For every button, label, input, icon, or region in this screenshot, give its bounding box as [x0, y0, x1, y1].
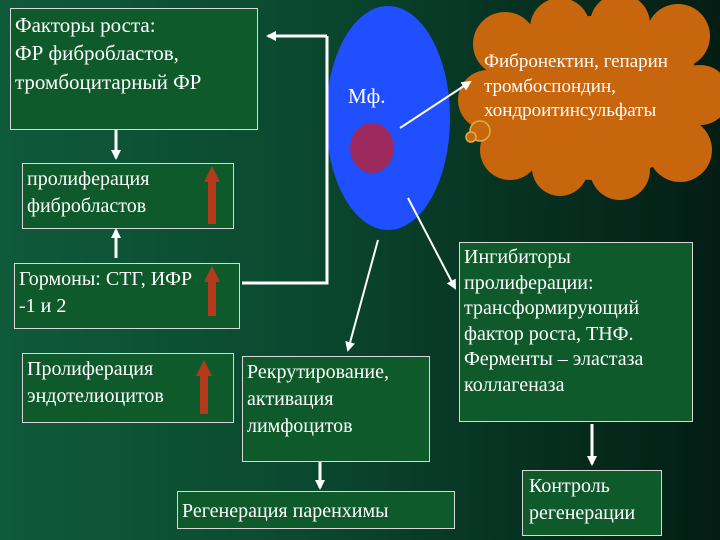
arrow-cell-to-lymphocytes [345, 239, 379, 352]
fibroblast-proliferation-box: пролиферация фибробластов [22, 163, 234, 229]
matrix-cloud [458, 0, 720, 200]
arrow-cell-to-cloud [399, 80, 472, 129]
macrophage-label: Мф. [348, 84, 386, 108]
arrow-cell-to-inhibitors [407, 197, 456, 290]
parenchyma-regeneration-box: Регенерация паренхимы [177, 491, 455, 529]
growth-factors-box: Факторы роста: ФР фибробластов, тромбоци… [10, 8, 258, 130]
inhibitors-box: Ингибиторы пролиферации: трансформирующи… [459, 242, 693, 422]
macrophage-cell [326, 6, 450, 230]
macrophage-nucleus [350, 123, 394, 173]
regeneration-control-box: Контроль регенерации [522, 470, 662, 536]
lymphocyte-recruitment-box: Рекрутирование, активация лимфоцитов [242, 356, 430, 462]
endothelial-proliferation-box: Пролиферация эндотелиоцитов [22, 353, 234, 423]
cloud-text: Фибронектин, гепарин тромбоспондин, хонд… [484, 51, 668, 122]
hormones-box: Гормоны: СТГ, ИФР -1 и 2 [14, 263, 240, 329]
cloud-bubble-small [465, 131, 477, 143]
bracket-line [242, 36, 329, 285]
